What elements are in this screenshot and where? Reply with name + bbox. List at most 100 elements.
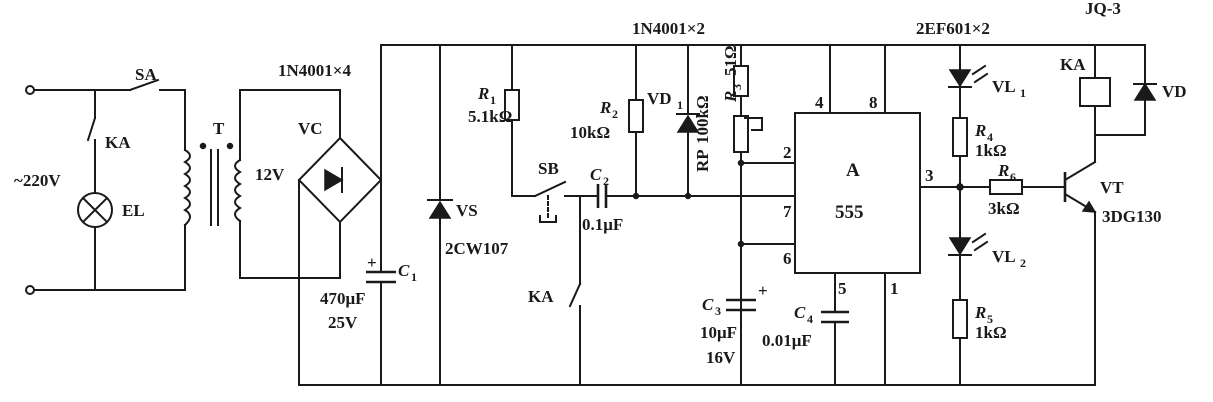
svg-text:100kΩ: 100kΩ [693, 95, 712, 144]
svg-text:2: 2 [1020, 256, 1026, 270]
junction-dots [632, 159, 745, 248]
svg-text:R: R [974, 121, 986, 140]
label-ic-part: 555 [835, 202, 864, 223]
svg-text:2: 2 [603, 174, 609, 188]
capacitor-c3: + C 3 10μF 16V [700, 281, 768, 367]
svg-text:4: 4 [987, 130, 993, 144]
label-c4-value: 0.01μF [762, 331, 812, 350]
svg-text:VD: VD [1162, 82, 1187, 101]
svg-text:3: 3 [730, 84, 744, 90]
label-c2-value: 0.1μF [582, 215, 623, 234]
led-vl1: VL 1 2EF601×2 [916, 19, 1026, 119]
mains-terminal-top [25, 85, 35, 95]
zener-vs: VS 2CW107 [427, 44, 509, 386]
svg-text:SB: SB [538, 159, 559, 178]
label-ac-voltage: 12V [255, 165, 285, 184]
label-vt-part: 3DG130 [1102, 207, 1162, 226]
label-ka-contact: KA [105, 133, 131, 152]
svg-text:KA: KA [1060, 55, 1086, 74]
svg-text:VL: VL [992, 77, 1016, 96]
svg-text:+: + [367, 253, 377, 272]
svg-text:VD: VD [647, 89, 672, 108]
svg-text:5: 5 [838, 279, 847, 298]
transistor-vt: VT 3DG130 [1063, 134, 1162, 386]
label-rectifier-diodes: 1N4001×4 [278, 61, 351, 80]
label-c3-voltage: 16V [706, 348, 736, 367]
relay-coil-ka: KA JQ-3 [1060, 0, 1146, 136]
svg-text:3: 3 [715, 304, 721, 318]
svg-text:1: 1 [677, 98, 683, 112]
svg-text:R: R [599, 98, 611, 117]
svg-text:R: R [477, 84, 489, 103]
svg-text:1: 1 [890, 279, 899, 298]
resistor-r2: R 2 10kΩ [570, 44, 644, 197]
label-lamp: EL [122, 201, 145, 220]
svg-text:R: R [974, 303, 986, 322]
svg-text:3: 3 [925, 166, 934, 185]
mains-terminal-bottom [25, 285, 35, 295]
svg-text:1: 1 [490, 93, 496, 107]
label-vc: VC [298, 119, 323, 138]
svg-text:VS: VS [456, 201, 478, 220]
svg-text:4: 4 [807, 312, 813, 326]
label-relay-model: JQ-3 [1085, 0, 1121, 18]
svg-text:VL: VL [992, 247, 1016, 266]
svg-text:C: C [398, 261, 410, 280]
resistor-r5: R 5 1kΩ [952, 299, 1007, 386]
svg-text:R: R [997, 161, 1009, 180]
svg-text:C: C [702, 295, 714, 314]
svg-text:2: 2 [783, 143, 792, 162]
svg-text:1: 1 [411, 270, 417, 284]
svg-text:8: 8 [869, 93, 878, 112]
label-led-part: 2EF601×2 [916, 19, 990, 38]
led-vl2: VL 2 [948, 232, 1026, 301]
svg-text:C: C [794, 303, 806, 322]
timer-ic-555: A 555 4 8 2 7 6 3 5 1 [740, 44, 961, 386]
resistor-r3-potentiometer-rp: R 3 51Ω RP 100kΩ [693, 44, 763, 386]
svg-text:5: 5 [987, 312, 993, 326]
label-c1-value: 470μF [320, 289, 366, 308]
svg-text:RP: RP [693, 149, 712, 172]
diode-vd: VD [1133, 44, 1187, 136]
switch-sa [128, 78, 186, 92]
svg-text:KA: KA [528, 287, 554, 306]
svg-text:3kΩ: 3kΩ [988, 199, 1020, 218]
relay-contact-ka1 [86, 116, 97, 194]
svg-text:1kΩ: 1kΩ [975, 141, 1007, 160]
label-r1-value: 5.1kΩ [468, 107, 512, 126]
label-zener-part: 2CW107 [445, 239, 509, 258]
pushbutton-sb: SB [511, 159, 581, 223]
label-vd1-diodes: 1N4001×2 [632, 19, 705, 38]
label-ic-name: A [846, 160, 860, 181]
label-sa: SA [135, 65, 157, 84]
svg-text:51Ω: 51Ω [721, 45, 740, 76]
mains-section: SA KA ~220V EL T [14, 65, 341, 295]
svg-text:R: R [721, 91, 740, 103]
label-r2-value: 10kΩ [570, 123, 610, 142]
resistor-r4: R 4 1kΩ [952, 117, 1007, 239]
svg-text:1kΩ: 1kΩ [975, 323, 1007, 342]
transformer-t [183, 142, 242, 227]
resistor-r6: R 6 3kΩ [959, 161, 1066, 218]
svg-text:4: 4 [815, 93, 824, 112]
svg-text:7: 7 [783, 202, 792, 221]
capacitor-c4: C 4 0.01μF [762, 303, 849, 386]
lamp-el [77, 192, 113, 228]
svg-text:+: + [758, 281, 768, 300]
resistor-r1: R 1 5.1kΩ [468, 44, 520, 197]
label-c1-voltage: 25V [328, 313, 358, 332]
diode-vd1: VD 1 1N4001×2 [632, 19, 705, 197]
capacitor-c1: + C 1 470μF 25V [320, 179, 417, 386]
svg-text:VT: VT [1100, 178, 1124, 197]
label-transformer: T [213, 119, 225, 138]
svg-text:6: 6 [783, 249, 792, 268]
svg-text:1: 1 [1020, 86, 1026, 100]
relay-contact-ka2: KA [528, 195, 582, 386]
svg-text:2: 2 [612, 107, 618, 121]
label-supply-voltage: ~220V [14, 171, 61, 190]
svg-text:C: C [590, 165, 602, 184]
svg-text:6: 6 [1010, 170, 1016, 184]
bridge-rectifier: 12V VC 1N4001×4 [255, 44, 383, 386]
